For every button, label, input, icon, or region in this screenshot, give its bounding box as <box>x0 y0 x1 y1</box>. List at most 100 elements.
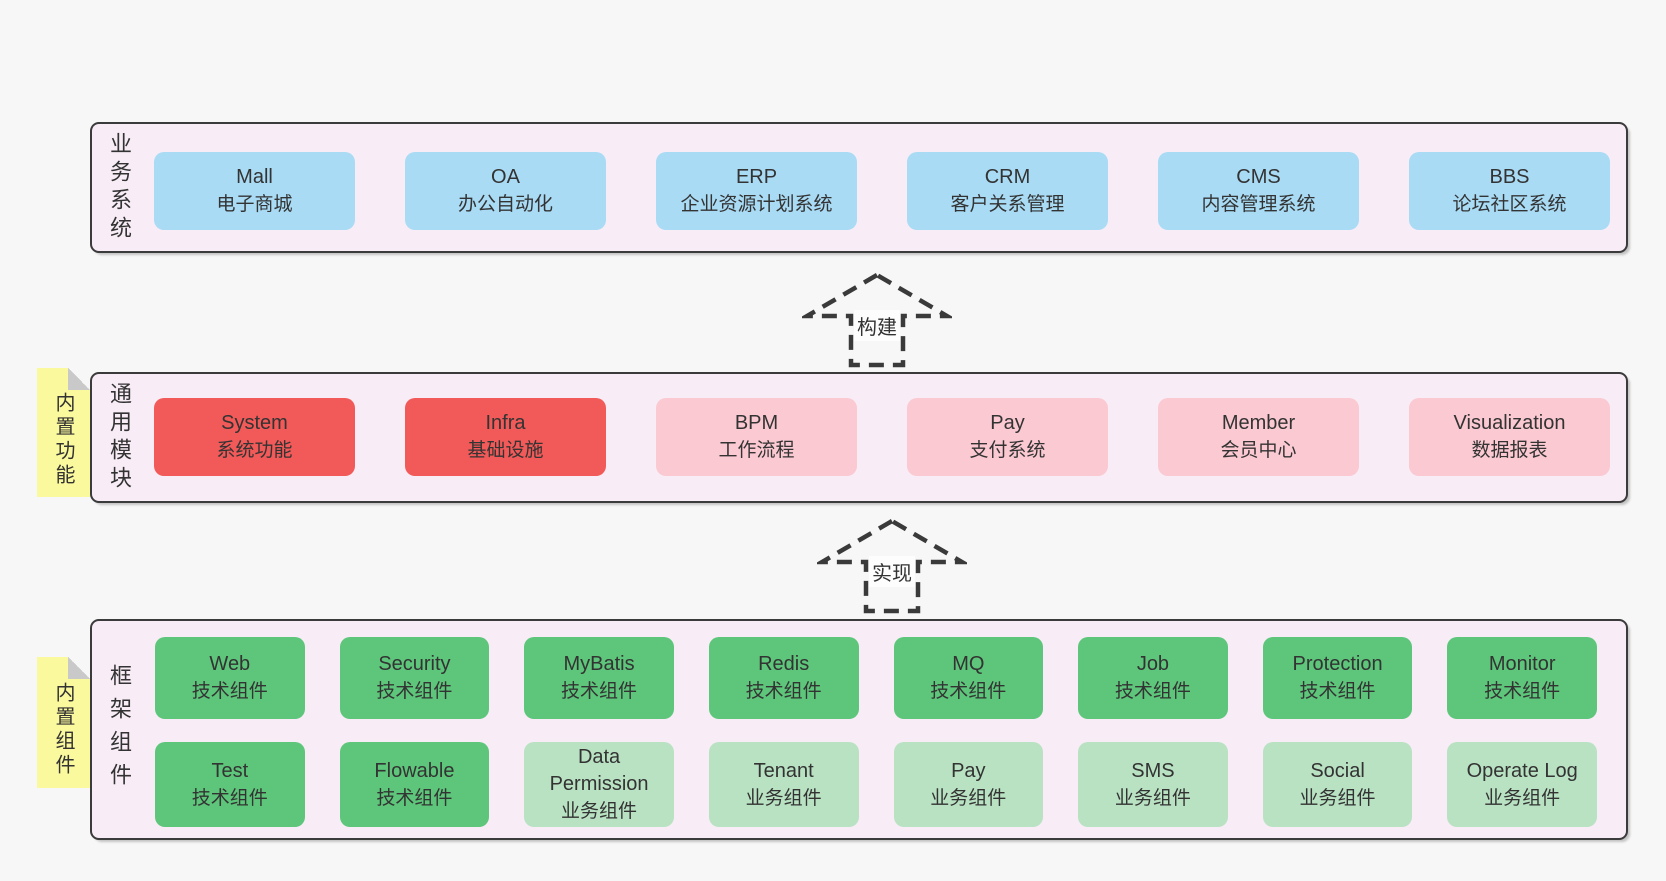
box-bbs: BBS 论坛社区系统 <box>1409 152 1610 230</box>
box-tenant-name: Tenant <box>753 759 814 782</box>
business-systems-section: 业务系统 Mall 电子商城 OA 办公自动化 ERP 企业资源计划系统 CRM… <box>90 122 1628 253</box>
box-redis-desc: 技术组件 <box>745 681 822 702</box>
box-cms: CMS 内容管理系统 <box>1158 152 1359 230</box>
box-mq: MQ 技术组件 <box>893 637 1044 719</box>
common-modules-label: 通用模块 <box>107 381 132 494</box>
box-social: Social 业务组件 <box>1262 742 1413 827</box>
box-mybatis-name: MyBatis <box>563 653 635 675</box>
framework-components-section: 框架组件 Web 技术组件 Security 技术组件 MyBatis 技术组件… <box>90 619 1628 840</box>
box-mall-name: Mall <box>236 166 273 188</box>
box-social-desc: 业务组件 <box>1299 787 1376 809</box>
box-security-name: Security <box>378 653 451 675</box>
box-job-desc: 技术组件 <box>1114 681 1191 702</box>
box-visualization: Visualization 数据报表 <box>1409 398 1610 476</box>
box-visualization-desc: 数据报表 <box>1471 440 1548 461</box>
box-pay-component-name: Pay <box>951 759 986 782</box>
common-modules-grid: System 系统功能 Infra 基础设施 BPM 工作流程 Pay 支付系统… <box>154 398 1610 476</box>
build-arrow: 构建 <box>802 272 952 368</box>
note-built-in-components-label: 内置组件 <box>52 681 74 778</box>
box-cms-name: CMS <box>1236 166 1281 188</box>
box-operate-log: Operate Log 业务组件 <box>1447 742 1597 827</box>
box-protection-name: Protection <box>1292 653 1383 675</box>
box-protection: Protection 技术组件 <box>1262 637 1413 719</box>
box-flowable-desc: 技术组件 <box>376 787 453 809</box>
box-social-name: Social <box>1310 759 1365 782</box>
box-oa: OA 办公自动化 <box>405 152 606 230</box>
box-system: System 系统功能 <box>154 398 355 476</box>
note-built-in-features-label: 内置功能 <box>52 391 74 488</box>
box-data-permission: Data Permission 业务组件 <box>524 742 674 827</box>
box-mall-desc: 电子商城 <box>216 194 293 215</box>
box-monitor: Monitor 技术组件 <box>1447 637 1597 719</box>
box-erp-desc: 企业资源计划系统 <box>680 194 833 215</box>
box-data-permission-name: Data Permission <box>549 746 649 795</box>
box-security: Security 技术组件 <box>339 637 490 719</box>
box-sms-desc: 业务组件 <box>1114 787 1191 809</box>
framework-components-row2: Test 技术组件 Flowable 技术组件 Data Permission … <box>155 742 1597 827</box>
box-bbs-name: BBS <box>1489 166 1530 188</box>
box-sms: SMS 业务组件 <box>1078 742 1228 827</box>
box-bpm-name: BPM <box>734 412 779 434</box>
box-data-permission-desc: 业务组件 <box>561 801 638 822</box>
framework-components-label: 框架组件 <box>107 663 132 796</box>
box-member-desc: 会员中心 <box>1220 440 1297 461</box>
box-sms-name: SMS <box>1131 759 1175 782</box>
box-flowable-name: Flowable <box>374 759 455 782</box>
box-test-desc: 技术组件 <box>191 787 268 809</box>
up-block-arrow-icon <box>817 518 967 614</box>
box-crm-desc: 客户关系管理 <box>950 194 1065 215</box>
common-modules-section: 通用模块 System 系统功能 Infra 基础设施 BPM 工作流程 Pay… <box>90 372 1628 503</box>
note-built-in-features: 内置功能 <box>37 368 90 497</box>
box-mybatis: MyBatis 技术组件 <box>524 637 674 719</box>
box-oa-name: OA <box>491 166 520 188</box>
box-web-desc: 技术组件 <box>191 681 268 702</box>
box-crm-name: CRM <box>984 166 1031 188</box>
box-redis-name: Redis <box>758 653 810 675</box>
box-test: Test 技术组件 <box>155 742 305 827</box>
box-visualization-name: Visualization <box>1453 412 1566 434</box>
box-tenant-desc: 业务组件 <box>745 787 822 809</box>
box-system-name: System <box>221 412 288 434</box>
box-redis: Redis 技术组件 <box>708 637 859 719</box>
box-bbs-desc: 论坛社区系统 <box>1452 194 1567 215</box>
box-operate-log-desc: 业务组件 <box>1484 787 1561 809</box>
box-web: Web 技术组件 <box>155 637 305 719</box>
box-test-name: Test <box>211 759 249 782</box>
box-mq-desc: 技术组件 <box>930 681 1007 702</box>
framework-components-row1: Web 技术组件 Security 技术组件 MyBatis 技术组件 Redi… <box>155 637 1597 719</box>
business-systems-grid: Mall 电子商城 OA 办公自动化 ERP 企业资源计划系统 CRM 客户关系… <box>154 152 1610 230</box>
box-security-desc: 技术组件 <box>376 681 453 702</box>
box-pay-module-desc: 支付系统 <box>969 440 1046 461</box>
build-arrow-label: 构建 <box>854 310 900 341</box>
box-pay-module: Pay 支付系统 <box>907 398 1108 476</box>
up-block-arrow-icon <box>802 272 952 368</box>
box-pay-component: Pay 业务组件 <box>893 742 1044 827</box>
box-monitor-desc: 技术组件 <box>1484 681 1561 702</box>
box-mybatis-desc: 技术组件 <box>561 681 638 702</box>
implement-arrow-label: 实现 <box>869 556 915 587</box>
box-web-name: Web <box>209 653 251 675</box>
box-monitor-name: Monitor <box>1488 653 1556 675</box>
box-pay-component-desc: 业务组件 <box>930 787 1007 809</box>
box-job: Job 技术组件 <box>1078 637 1228 719</box>
business-systems-label: 业务系统 <box>107 131 132 244</box>
box-operate-log-name: Operate Log <box>1466 759 1578 782</box>
box-cms-desc: 内容管理系统 <box>1201 194 1316 215</box>
box-oa-desc: 办公自动化 <box>457 194 553 215</box>
box-bpm: BPM 工作流程 <box>656 398 857 476</box>
box-system-desc: 系统功能 <box>216 440 293 461</box>
box-job-name: Job <box>1136 653 1170 675</box>
box-member-name: Member <box>1221 412 1296 434</box>
box-mall: Mall 电子商城 <box>154 152 355 230</box>
box-member: Member 会员中心 <box>1158 398 1359 476</box>
box-erp-name: ERP <box>735 166 778 188</box>
box-erp: ERP 企业资源计划系统 <box>656 152 857 230</box>
box-mq-name: MQ <box>952 653 985 675</box>
box-pay-module-name: Pay <box>990 412 1025 434</box>
implement-arrow: 实现 <box>817 518 967 614</box>
box-tenant: Tenant 业务组件 <box>708 742 859 827</box>
box-infra-desc: 基础设施 <box>467 440 544 461</box>
box-infra-name: Infra <box>485 412 526 434</box>
box-bpm-desc: 工作流程 <box>718 440 795 461</box>
